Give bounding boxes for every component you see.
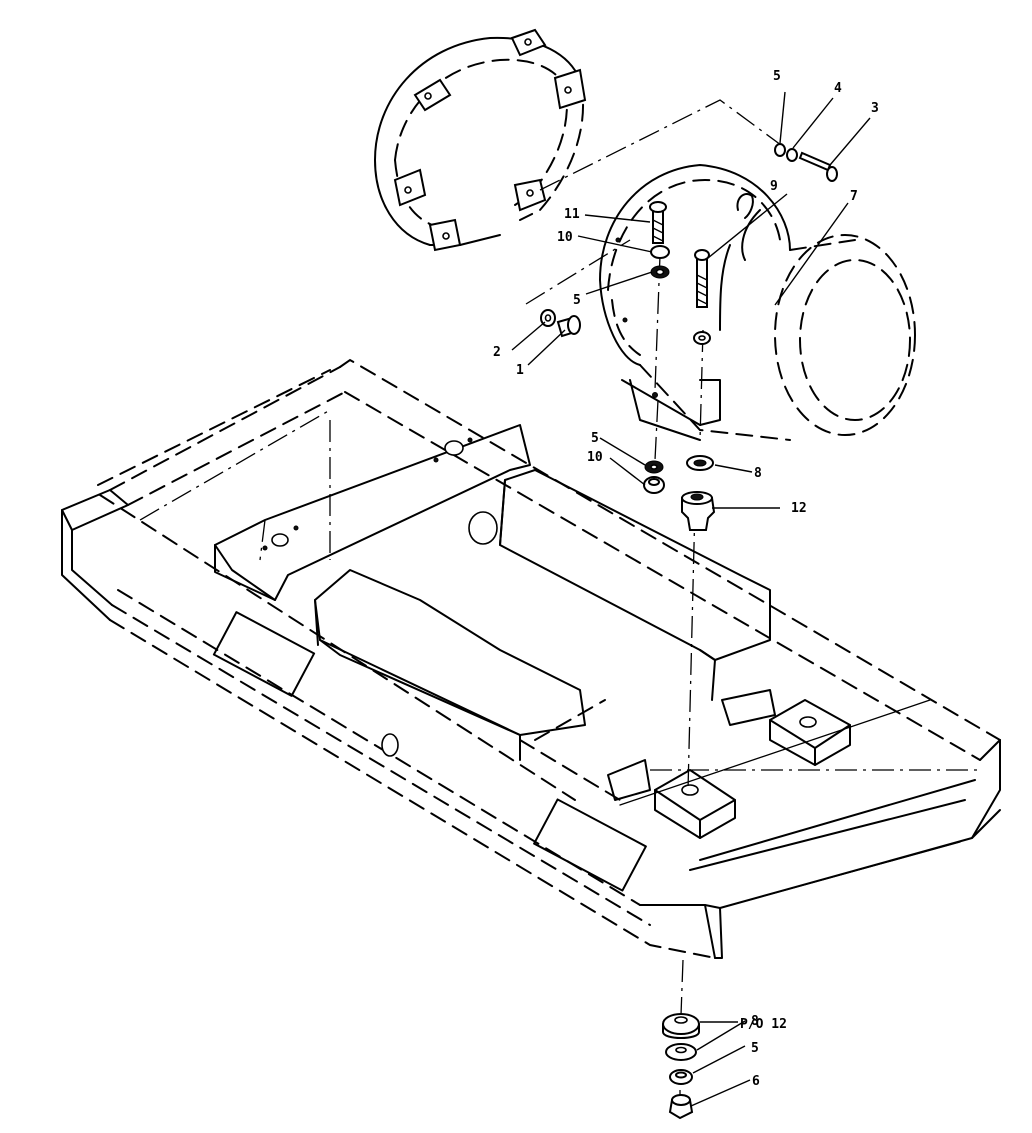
callout-5-lower: 5 <box>591 431 599 446</box>
callout-10-top: 10 <box>557 230 573 245</box>
callout-4: 4 <box>834 81 842 96</box>
callout-5-mid: 5 <box>573 293 581 308</box>
callout-po12: P/O 12 <box>740 1017 787 1032</box>
skid-base-frame <box>62 360 1000 958</box>
callout-8-top: 8 <box>754 466 762 481</box>
callout-7: 7 <box>850 189 858 204</box>
callout-3: 3 <box>871 101 879 116</box>
hardware <box>541 144 837 1118</box>
callout-6: 6 <box>752 1074 760 1089</box>
callout-9: 9 <box>770 179 778 194</box>
callout-8-bottom: 8 <box>751 1014 759 1029</box>
nut-10-top <box>651 246 669 258</box>
callout-12: 12 <box>791 501 807 516</box>
callout-5-bottom: 5 <box>751 1041 759 1056</box>
callout-10-lower: 10 <box>587 450 603 465</box>
callout-11: 11 <box>564 207 580 222</box>
callout-1: 1 <box>516 363 524 378</box>
adapter-ring <box>375 30 585 250</box>
callout-2: 2 <box>493 345 501 360</box>
callouts: 5 4 3 9 7 11 10 5 2 1 5 10 8 12 P/O 12 8… <box>493 69 879 1089</box>
bolt-3-top <box>800 153 830 170</box>
flat-washer-5-top <box>775 144 785 156</box>
lockwasher-4-top <box>787 149 797 161</box>
callout-5-top: 5 <box>773 69 781 84</box>
generator-drum <box>600 165 915 440</box>
